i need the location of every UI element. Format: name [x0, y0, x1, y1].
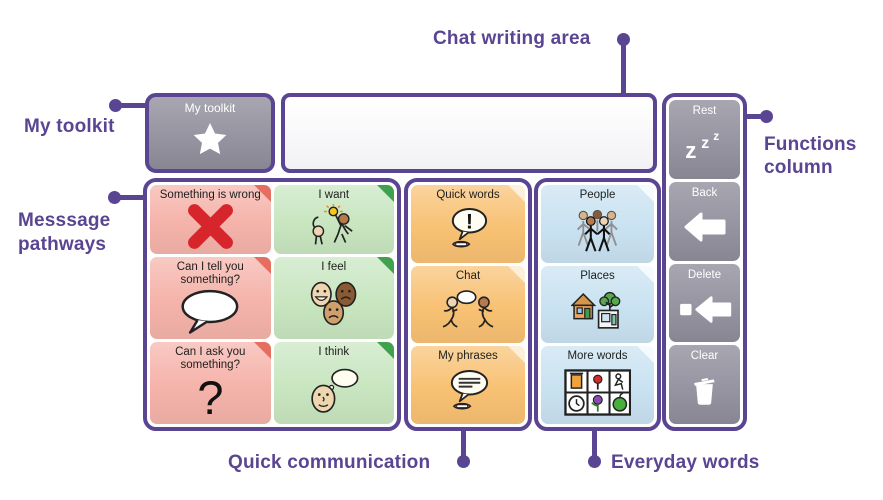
annotation-message-pathways: Messsage pathways: [18, 210, 111, 255]
svg-text:z: z: [713, 130, 719, 144]
connector-dot: [457, 455, 470, 468]
folder-corner: [377, 185, 394, 202]
annotation-chat-writing-area: Chat writing area: [433, 28, 591, 49]
cell-label: Can I ask you something?: [175, 345, 246, 372]
folder-corner: [508, 265, 525, 283]
question-mark-icon: ?: [190, 372, 231, 424]
annotation-functions-column: Functions column: [764, 134, 857, 178]
places-icon: [570, 283, 624, 343]
star-icon: [189, 115, 231, 169]
folder-corner: [637, 265, 654, 283]
svg-text:?: ?: [197, 373, 223, 420]
speech-bubble-icon: [179, 287, 241, 339]
folder-corner: [508, 185, 525, 202]
chat-writing-area[interactable]: [281, 93, 657, 173]
cell-i-feel[interactable]: I feel: [273, 256, 394, 339]
function-delete-button[interactable]: Delete: [669, 263, 740, 343]
function-button-label: Rest: [692, 105, 717, 117]
function-back-button[interactable]: Back: [669, 181, 740, 261]
function-clear-button[interactable]: Clear: [669, 345, 740, 424]
connector-line: [621, 39, 626, 96]
folder-corner: [253, 341, 271, 359]
folder-corner: [637, 346, 654, 364]
cell-label: More words: [567, 350, 628, 363]
folder-corner: [253, 185, 271, 202]
folder-corner: [377, 256, 394, 274]
more-words-icon: [564, 364, 632, 424]
folder-corner: [637, 185, 654, 202]
cell-places[interactable]: Places: [541, 265, 654, 344]
cell-label: Something is wrong: [159, 189, 261, 201]
connector-dot: [760, 110, 773, 123]
cell-label: Chat: [455, 269, 481, 282]
connector-line: [745, 114, 765, 119]
cell-label: People: [579, 189, 616, 201]
function-button-label: Back: [691, 186, 718, 199]
annotation-quick-communication: Quick communication: [228, 452, 431, 473]
cell-can-i-ask-you-something[interactable]: Can I ask you something??: [150, 341, 271, 424]
svg-text:z: z: [685, 138, 696, 161]
quick-communication-grid: Quick words! Chat My phrases: [404, 178, 532, 431]
cell-people[interactable]: People: [541, 185, 654, 263]
folder-corner: [253, 256, 271, 274]
my-phrases-icon: [445, 364, 492, 424]
cell-label: My phrases: [438, 350, 498, 363]
think-icon: [306, 359, 361, 424]
want-icon: [308, 202, 359, 254]
cell-label: Quick words: [436, 189, 500, 201]
cell-i-think[interactable]: I think: [273, 341, 394, 424]
cell-label: I want: [318, 189, 350, 201]
cell-something-is-wrong[interactable]: Something is wrong: [150, 185, 271, 254]
connector-dot: [588, 455, 601, 468]
cell-label: I feel: [321, 260, 347, 273]
chat-icon: [441, 283, 494, 343]
my-toolkit-button[interactable]: My toolkit: [145, 93, 275, 173]
folder-corner: [508, 346, 525, 364]
annotation-my-toolkit: My toolkit: [24, 116, 115, 137]
feelings-faces-icon: [307, 274, 360, 339]
connector-line: [114, 195, 147, 200]
function-button-label: Clear: [690, 350, 719, 363]
my-toolkit-button-label: My toolkit: [184, 101, 236, 115]
back-arrow-icon: [682, 199, 728, 261]
cell-label: I think: [318, 345, 350, 358]
cell-label: Can I tell you something?: [176, 260, 244, 287]
cell-quick-words[interactable]: Quick words!: [411, 185, 525, 263]
clear-trash-icon: [690, 362, 719, 424]
connector-line: [115, 103, 148, 108]
cell-chat[interactable]: Chat: [411, 265, 525, 344]
red-cross-icon: [187, 202, 234, 254]
delete-backspace-icon: [677, 281, 733, 343]
svg-text:z: z: [701, 136, 709, 153]
connector-line: [461, 429, 466, 459]
cell-label: Places: [580, 269, 615, 282]
function-button-label: Delete: [687, 268, 722, 281]
cell-i-want[interactable]: I want: [273, 185, 394, 254]
connector-line: [592, 429, 597, 459]
cell-my-phrases[interactable]: My phrases: [411, 346, 525, 424]
folder-corner: [377, 341, 394, 359]
annotation-everyday-words: Everyday words: [611, 452, 760, 473]
cell-can-i-tell-you-something[interactable]: Can I tell you something?: [150, 256, 271, 339]
svg-text:!: !: [465, 210, 472, 234]
quick-words-icon: !: [445, 202, 492, 262]
cell-more-words[interactable]: More words: [541, 346, 654, 424]
people-icon: [572, 202, 623, 262]
